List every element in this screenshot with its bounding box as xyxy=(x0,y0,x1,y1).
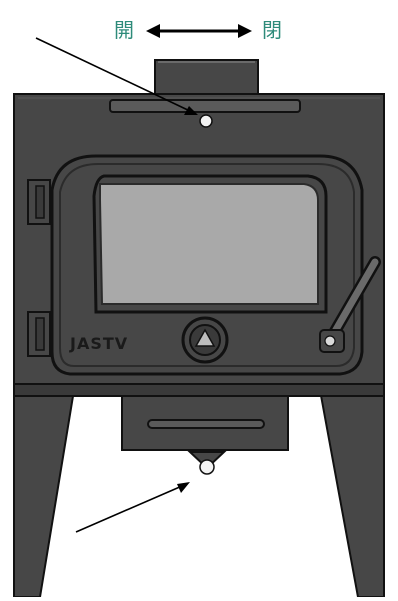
close-label: 閉 xyxy=(262,18,282,42)
damper-slot xyxy=(110,100,300,112)
ash-pan-handle[interactable] xyxy=(148,420,264,428)
double-headed-arrow-icon xyxy=(146,24,252,38)
arrow-icon xyxy=(76,482,190,532)
right-leg xyxy=(320,390,384,597)
left-leg xyxy=(14,390,74,597)
damper-knob[interactable] xyxy=(200,115,212,127)
open-label: 開 xyxy=(114,18,134,42)
flue-pipe xyxy=(155,60,258,94)
brand-logo-text: JASTV xyxy=(70,334,128,353)
ash-pan-knob[interactable] xyxy=(200,460,214,474)
